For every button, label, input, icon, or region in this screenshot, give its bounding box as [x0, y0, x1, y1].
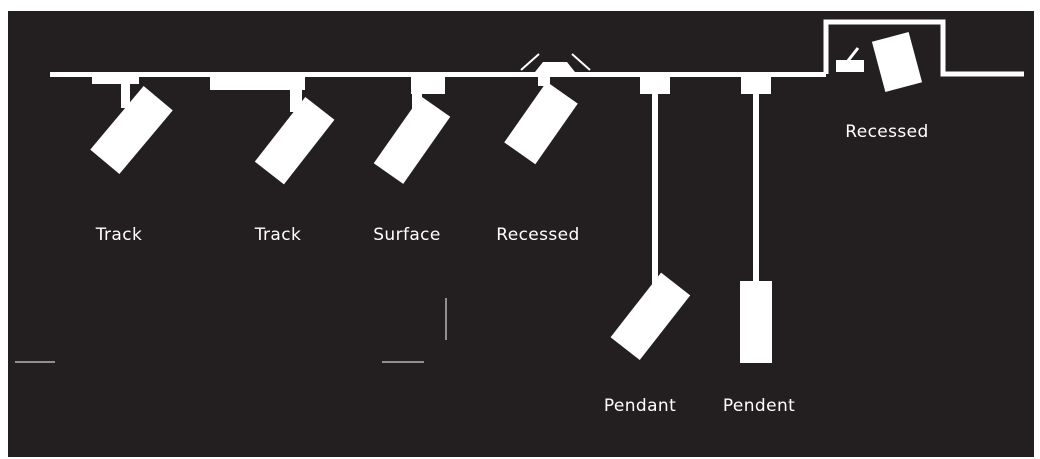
track-fixture-2	[210, 76, 335, 185]
ceiling-recess-outline	[823, 19, 1024, 77]
recessed-fixture-1	[504, 53, 591, 165]
track-fixture-1	[90, 76, 173, 175]
label-recessed-2: Recessed	[845, 122, 929, 142]
label-track-1: Track	[95, 225, 143, 245]
pendent-fixture	[740, 76, 772, 363]
ceiling-line	[50, 72, 826, 77]
diagram-panel	[8, 11, 1034, 457]
label-surface: Surface	[373, 225, 441, 245]
label-pendant: Pendant	[603, 396, 677, 416]
label-pendent: Pendent	[722, 396, 796, 416]
label-track-2: Track	[254, 225, 302, 245]
recessed-fixture-2	[836, 31, 923, 93]
surface-fixture	[373, 76, 451, 184]
label-recessed-1: Recessed	[496, 225, 580, 245]
pendant-fixture	[610, 76, 691, 361]
